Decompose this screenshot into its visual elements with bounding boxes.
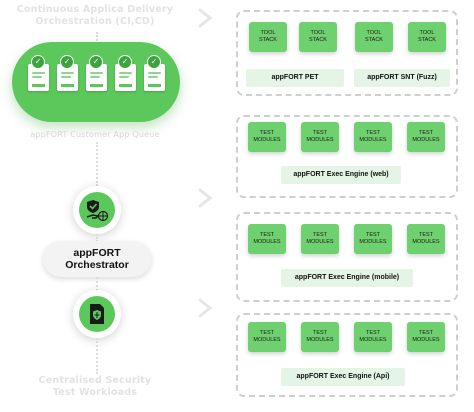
security-document-icon bbox=[73, 290, 121, 338]
queue-document: ✓ bbox=[57, 55, 78, 91]
queue-document: ✓ bbox=[28, 55, 49, 91]
checkmark-icon: ✓ bbox=[60, 55, 74, 69]
queue-document: ✓ bbox=[144, 55, 165, 91]
checkmark-icon: ✓ bbox=[31, 55, 45, 69]
flow-chevrons bbox=[198, 8, 213, 318]
checkmark-icon: ✓ bbox=[118, 55, 132, 69]
connector-icon-to-orchestrator bbox=[96, 234, 98, 242]
tool-group-caption-snt: appFORT SNT (Fuzz) bbox=[354, 69, 450, 87]
checkmark-icon: ✓ bbox=[147, 55, 161, 69]
tool-stack-panel bbox=[236, 10, 458, 96]
orchestrator-node: appFORT Orchestrator bbox=[43, 241, 151, 277]
checkmark-icon: ✓ bbox=[89, 55, 103, 69]
exec-engine-api-panel bbox=[236, 313, 458, 397]
exec-engine-mobile-caption: appFORT Exec Engine (mobile) bbox=[281, 269, 413, 287]
pipeline-title-line1: Continuous Applica Delivery bbox=[16, 4, 174, 15]
workloads-title-line2: Test Workloads bbox=[52, 387, 138, 398]
queue-document: ✓ bbox=[115, 55, 136, 91]
workloads-title-line1: Centralised Security bbox=[38, 375, 152, 386]
customer-app-queue: ✓ ✓ ✓ ✓ ✓ bbox=[12, 42, 180, 122]
workloads-title: Centralised Security Test Workloads bbox=[0, 375, 190, 399]
orchestrator-line1: appFORT bbox=[73, 247, 121, 259]
pipeline-title-line2: Orchestration (CI,CD) bbox=[35, 16, 155, 27]
queue-caption: appFORT Customer App Queue bbox=[30, 130, 160, 139]
connector-top bbox=[96, 32, 98, 44]
connector-queue-to-icon bbox=[96, 142, 98, 186]
tool-group-caption-pet: appFORT PET bbox=[246, 69, 344, 87]
exec-engine-mobile-panel bbox=[236, 212, 458, 302]
shield-hand-icon bbox=[73, 186, 121, 234]
connector-icon-to-workloads bbox=[96, 338, 98, 374]
exec-engine-web-caption: appFORT Exec Engine (web) bbox=[281, 166, 401, 184]
queue-document: ✓ bbox=[86, 55, 107, 91]
connector-orchestrator-to-icon bbox=[96, 277, 98, 291]
orchestrator-line2: Orchestrator bbox=[65, 259, 129, 271]
pipeline-title: Continuous Applica Delivery Orchestratio… bbox=[0, 4, 190, 28]
exec-engine-api-caption: appFORT Exec Engine (Api) bbox=[281, 368, 405, 386]
exec-engine-web-panel bbox=[236, 115, 458, 198]
